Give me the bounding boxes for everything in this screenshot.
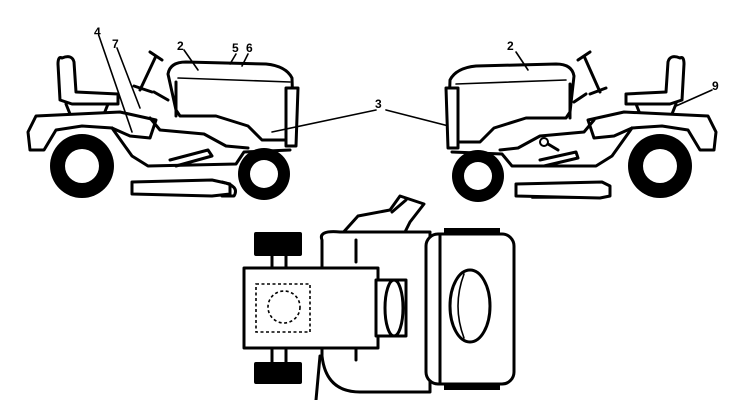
top-rear-wheel-lower (254, 362, 302, 384)
callout-label: 2 (177, 39, 184, 53)
callout-label: 4 (94, 25, 101, 39)
right-lift-lever-knob (539, 137, 549, 147)
left-seat (56, 55, 120, 106)
top-front-tire-bottom (444, 384, 500, 390)
left-mower-deck (130, 178, 232, 198)
callout-label: 7 (112, 37, 119, 51)
top-view-tractor (242, 194, 516, 400)
left-side-view-tractor: 4 7 2 5 6 (26, 25, 300, 200)
right-side-view-tractor: 2 9 (444, 39, 719, 202)
left-rear-fender (26, 110, 158, 152)
callout-label: 3 (375, 97, 382, 111)
right-seat (624, 55, 686, 106)
right-hood (446, 62, 576, 144)
right-steering-wheel (576, 50, 608, 96)
left-hood (166, 60, 296, 142)
right-mower-deck (514, 180, 612, 200)
callout-label: 2 (507, 39, 514, 53)
top-rear-body (242, 266, 380, 350)
right-rear-fender (586, 110, 718, 152)
top-headlight-grille (448, 268, 492, 344)
top-front-tire-top (444, 228, 500, 234)
callout-label: 9 (712, 79, 719, 93)
right-frame (450, 126, 634, 168)
top-rear-wheel-upper (254, 232, 302, 256)
callout-label: 6 (246, 41, 253, 55)
top-seat-area (255, 283, 311, 333)
callout-label: 5 (232, 41, 239, 55)
left-steering-wheel (132, 50, 164, 94)
